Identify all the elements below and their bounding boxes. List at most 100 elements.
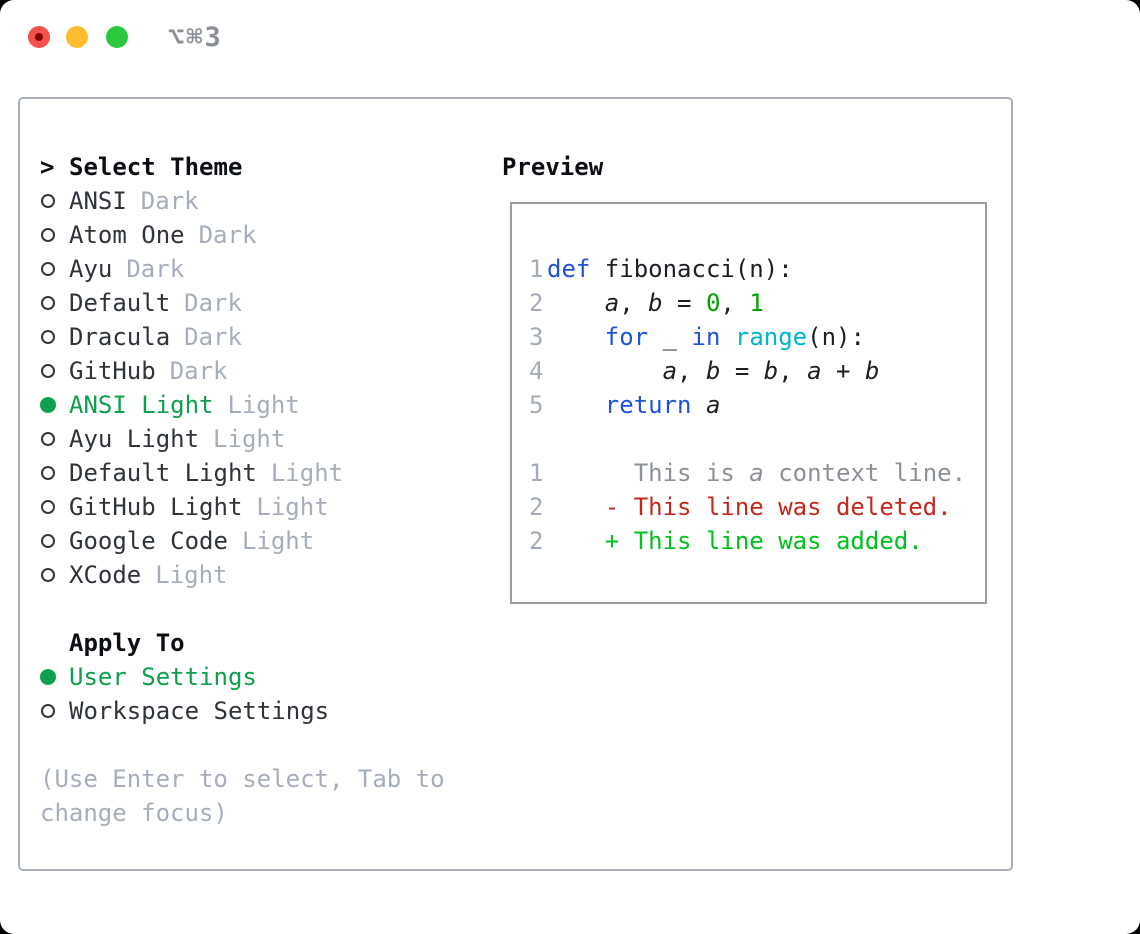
option-label: XCode <box>69 561 142 589</box>
option-label: Default <box>69 289 171 317</box>
line-number: 2 <box>529 493 544 521</box>
radio-unselected-icon <box>41 704 55 718</box>
radio-unselected-icon <box>41 262 55 276</box>
code-text: a, b = 0, 1 <box>604 289 764 317</box>
line-number: 4 <box>529 357 544 385</box>
option-label: ANSI <box>69 187 127 215</box>
marker-column <box>40 466 69 480</box>
close-button[interactable] <box>28 26 50 48</box>
window-titlebar: ⌥⌘3 <box>0 0 1140 75</box>
option-label: GitHub Light <box>69 493 243 521</box>
apply-option-user-settings[interactable]: User Settings <box>40 660 490 694</box>
line-number: 1 <box>529 459 544 487</box>
marker-column <box>40 262 69 276</box>
code-line: 2 - This line was deleted. <box>529 490 985 524</box>
option-label: Google Code <box>69 527 228 555</box>
theme-variant-label: Light <box>213 425 286 453</box>
code-text: + This line was added. <box>547 527 923 555</box>
marker-column <box>40 568 69 582</box>
code-line: 5 return a <box>529 388 985 422</box>
marker-column <box>40 228 69 242</box>
theme-variant-label: Dark <box>169 357 228 385</box>
theme-option-ansi[interactable]: ANSI Dark <box>40 184 490 218</box>
radio-unselected-icon <box>41 364 55 378</box>
radio-unselected-icon <box>41 432 55 446</box>
code-line: 2 + This line was added. <box>529 524 985 558</box>
radio-unselected-icon <box>41 500 55 514</box>
option-label: ANSI Light <box>69 391 214 419</box>
theme-variant-label: Dark <box>184 323 242 351</box>
line-number: 2 <box>529 527 544 555</box>
marker-column <box>40 330 69 344</box>
marker-column <box>40 296 69 310</box>
theme-option-github[interactable]: GitHub Dark <box>40 354 490 388</box>
code-line: 4 a, b = b, a + b <box>529 354 985 388</box>
theme-option-ayu-light[interactable]: Ayu Light Light <box>40 422 490 456</box>
option-label: Ayu <box>69 255 113 283</box>
option-label: Default Light <box>69 459 257 487</box>
theme-variant-label: Light <box>227 391 300 419</box>
line-number <box>529 422 547 456</box>
code-text: - This line was deleted. <box>547 493 952 521</box>
option-label: Workspace Settings <box>69 697 330 725</box>
focus-caret-icon: > <box>40 153 55 181</box>
marker-column <box>40 432 69 446</box>
radio-selected-icon <box>40 669 56 685</box>
code-line: 2 a, b = 0, 1 <box>529 286 985 320</box>
blank-line <box>529 422 985 456</box>
theme-option-ansi-light[interactable]: ANSI Light Light <box>40 388 490 422</box>
code-text: def fibonacci(n): <box>547 255 793 283</box>
code-text: for _ in range(n): <box>604 323 865 351</box>
apply-option-workspace-settings[interactable]: Workspace Settings <box>40 694 490 728</box>
apply-to-title: Apply To <box>69 629 185 657</box>
marker-column <box>40 534 69 548</box>
minimize-button[interactable] <box>66 26 88 48</box>
theme-variant-label: Dark <box>140 187 199 215</box>
zoom-button[interactable] <box>106 26 128 48</box>
radio-unselected-icon <box>41 568 55 582</box>
radio-selected-icon <box>40 397 56 413</box>
code-text: This is a context line. <box>547 459 967 487</box>
option-label: GitHub <box>69 357 156 385</box>
theme-variant-label: Dark <box>126 255 185 283</box>
radio-unselected-icon <box>41 228 55 242</box>
marker-column <box>40 397 69 413</box>
code-line: 1 This is a context line. <box>529 456 985 490</box>
select-theme-title: Select Theme <box>69 153 243 181</box>
theme-variant-label: Light <box>270 459 344 487</box>
usage-hint: (Use Enter to select, Tab to change focu… <box>40 765 445 827</box>
theme-option-default-light[interactable]: Default Light Light <box>40 456 490 490</box>
option-label: Ayu Light <box>69 425 200 453</box>
marker-column <box>40 704 69 718</box>
theme-option-ayu[interactable]: Ayu Dark <box>40 252 490 286</box>
marker-column <box>40 669 69 685</box>
keyboard-shortcut-label: ⌥⌘3 <box>168 22 223 53</box>
select-theme-header: > Select Theme <box>40 150 490 184</box>
preview-title: Preview <box>502 153 604 181</box>
marker-column <box>40 500 69 514</box>
marker-column <box>40 364 69 378</box>
option-label: Dracula <box>69 323 171 351</box>
radio-unselected-icon <box>41 466 55 480</box>
radio-unselected-icon <box>41 330 55 344</box>
theme-option-dracula[interactable]: Dracula Dark <box>40 320 490 354</box>
code-text: return a <box>604 391 721 419</box>
line-number: 5 <box>529 391 544 419</box>
line-number: 1 <box>529 255 544 283</box>
spacer <box>40 592 490 626</box>
theme-variant-label: Dark <box>198 221 257 249</box>
line-number: 3 <box>529 323 544 351</box>
code-line: 3 for _ in range(n): <box>529 320 985 354</box>
